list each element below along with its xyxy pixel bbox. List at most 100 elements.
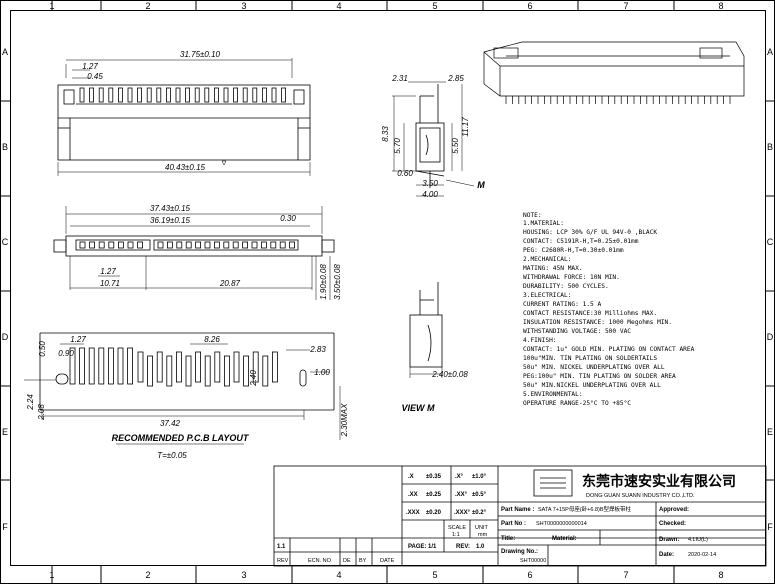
note-line: PEG: C2680R-H,T=0.30±0.01mm [523, 247, 624, 254]
top-pin [204, 241, 211, 249]
zone-row-a-right: A [767, 47, 773, 57]
part-no-value: SHT0000000000014 [536, 521, 587, 527]
pcb-d100-dim: 1.00 [314, 368, 330, 377]
rev-label: REV: [456, 544, 470, 550]
front-pin [146, 87, 152, 103]
top-pin [260, 241, 267, 249]
zone-row-b: B [2, 142, 8, 152]
note-line: CURRENT RATING: 1.5 A [523, 301, 602, 308]
front-pin [175, 87, 181, 103]
zone-col-1: 1 [49, 1, 54, 11]
ang-x-label: .X° [455, 474, 464, 480]
zone-row-c-right: C [767, 237, 774, 247]
pcb-pad [243, 355, 250, 387]
note-line: CONTACT RESISTANCE:30 Milliohms MAX. [523, 310, 657, 317]
ang-xxx-label: .XXX° [454, 510, 471, 516]
front-pin [156, 87, 162, 103]
front-pin [271, 87, 277, 103]
unit-label: UNIT [475, 525, 488, 531]
pcb-pad [271, 351, 278, 383]
pcb-pad [233, 351, 240, 383]
zone-col-2: 2 [145, 1, 150, 11]
note-line: CONTACT: 1u" GOLD MIN. PLATING ON CONTAC… [523, 346, 695, 353]
front-pin [108, 87, 114, 103]
pcb-pad [127, 347, 133, 385]
zone-row-f: F [2, 522, 8, 532]
front-pin [185, 87, 191, 103]
top-pin [79, 241, 86, 249]
company-name-en: DONG GUAN SUANN INDUSTRY CO.,LTD. [586, 493, 695, 499]
top-pin [289, 241, 296, 249]
top-pin [251, 241, 258, 249]
top-pin [118, 241, 124, 249]
title-block [273, 465, 767, 567]
note-line: CONTACT: C5191R-H,T=0.25±0.01mm [523, 238, 639, 245]
title-label: Title: [501, 536, 515, 542]
front-pin [127, 87, 133, 103]
drawn-label: Drawn: [659, 537, 679, 543]
tol-xxx-value: ±0.20 [426, 510, 442, 516]
pcb-layout [24, 332, 341, 445]
pcb-layout-title: RECOMMENDED P.C.B LAYOUT [112, 433, 250, 443]
pcb-pad [69, 347, 76, 385]
pcb-pad [185, 355, 192, 387]
company-name: 东莞市速安实业有限公司 [582, 473, 736, 490]
ang-xxx-value: ±0.2° [472, 510, 487, 516]
top-pin [242, 241, 249, 249]
top-right-span-dim: 20.87 [219, 279, 241, 288]
pcb-pad [156, 351, 163, 383]
top-pin [213, 241, 220, 249]
pcb-layout-thickness: T=±0.05 [157, 451, 187, 460]
pcb-pad [88, 347, 95, 385]
front-view [57, 58, 311, 176]
top-pin [127, 241, 134, 249]
rev-table-entry: 1.1 [277, 544, 286, 550]
zone-col-7: 7 [623, 1, 628, 11]
front-pin [223, 87, 229, 103]
front-pin [118, 87, 123, 103]
front-pitch-dim: 1.27 [82, 62, 98, 71]
revtable-header-ecn: ECN. NO [308, 558, 332, 564]
zone-col-5: 5 [432, 1, 437, 11]
top-view-dims: 37.43±0.15 36.19±0.15 0.30 1.27 10.71 20… [100, 204, 342, 300]
tol-xx-value: ±0.25 [426, 492, 442, 498]
drawing-no-label: Drawing No.: [501, 549, 538, 555]
tol-x-value: ±0.35 [426, 474, 442, 480]
front-pin [242, 87, 248, 103]
top-pitch-dim: 1.27 [100, 267, 116, 276]
top-view [53, 206, 335, 300]
pcb-pad [175, 351, 182, 383]
note-line: 5.ENVIRONMENTAL: [523, 391, 583, 398]
ang-xx-value: ±0.5° [472, 492, 487, 498]
zone-col-5-bottom: 5 [432, 570, 437, 580]
pcb-layout-dims: 1.27 0.50 0.90 8.26 2.83 1.00 2.24 2.08 … [26, 335, 349, 460]
front-pin [252, 87, 258, 103]
pcb-pad [195, 351, 202, 383]
note-line: NOTE: [523, 212, 542, 219]
part-name-label: Part Name : [501, 507, 534, 513]
side-datum-label: M [477, 180, 485, 190]
zone-col-6-bottom: 6 [527, 570, 532, 580]
pcb-pad [166, 355, 173, 387]
pcb-pad [147, 355, 154, 387]
top-pin [157, 241, 164, 249]
top-pin [89, 241, 95, 249]
note-line: 3.ELECTRICAL: [523, 292, 571, 299]
side-bottom3-dim: 4.00 [422, 190, 438, 199]
pcb-pad [137, 351, 144, 383]
view-m [409, 282, 443, 378]
side-view [392, 81, 475, 197]
pcb-pad [108, 347, 114, 385]
page-label: PAGE: [408, 544, 427, 550]
pcb-pad [117, 347, 124, 385]
top-pin [166, 241, 173, 249]
tol-x-label: .X [408, 474, 414, 480]
note-line: INSULATION RESISTANCE: 1000 Megohms MIN. [523, 319, 672, 326]
pcb-d283-dim: 2.83 [309, 345, 326, 354]
top-view-pins [79, 241, 296, 249]
pcb-pad [98, 347, 105, 385]
drawing-no-value: SHT00000 [520, 558, 546, 564]
top-outer-dim: 37.43±0.15 [150, 204, 191, 213]
rev-value: 1.0 [476, 544, 485, 550]
